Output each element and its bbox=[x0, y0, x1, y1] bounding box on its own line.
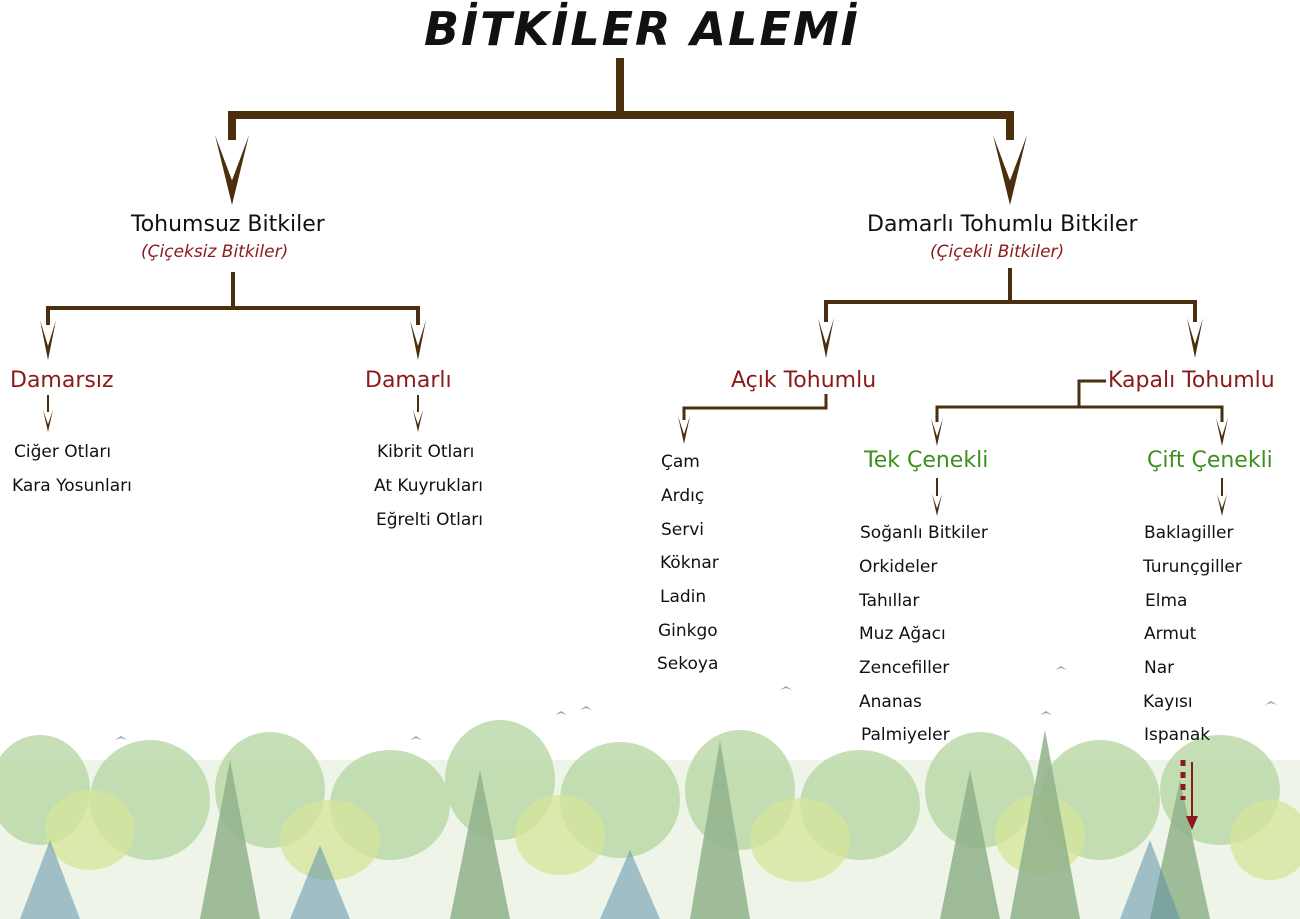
monocot-label: Tek Çenekli bbox=[864, 448, 989, 473]
arrow-head-icon bbox=[818, 318, 834, 358]
list-item: Kara Yosunları bbox=[12, 476, 132, 496]
list-item: Ginkgo bbox=[658, 621, 718, 641]
arrow-head-icon bbox=[1216, 418, 1228, 446]
arrow-head-icon bbox=[932, 494, 942, 516]
arrow-head-icon bbox=[215, 135, 249, 205]
list-item: Ananas bbox=[859, 692, 922, 712]
arrow-head-icon bbox=[43, 410, 53, 432]
connector-line bbox=[682, 394, 828, 420]
connector-line bbox=[1077, 379, 1106, 407]
connector-line bbox=[824, 300, 1197, 322]
forest-background bbox=[0, 666, 1300, 919]
list-item: Kibrit Otları bbox=[377, 442, 475, 462]
list-item: Ardıç bbox=[661, 486, 705, 506]
list-item: Armut bbox=[1144, 624, 1197, 644]
arrow-head-icon bbox=[413, 410, 423, 432]
seed-plants-sublabel: (Çiçekli Bitkiler) bbox=[930, 242, 1065, 262]
list-item: Sekoya bbox=[657, 654, 719, 674]
list-item: At Kuyrukları bbox=[374, 476, 483, 496]
arrow-head-icon bbox=[410, 320, 426, 360]
arrow-head-icon bbox=[40, 320, 56, 360]
gymnosperm-label: Açık Tohumlu bbox=[731, 368, 877, 393]
connector-line bbox=[935, 405, 1224, 422]
list-item: Turunçgiller bbox=[1143, 557, 1242, 577]
angiosperm-label: Kapalı Tohumlu bbox=[1108, 368, 1275, 393]
list-item: Köknar bbox=[660, 553, 719, 573]
bird-icons bbox=[115, 666, 1277, 740]
arrow-head-icon bbox=[678, 416, 690, 444]
list-item: Tahıllar bbox=[859, 591, 920, 611]
arrow-head-icon bbox=[931, 418, 943, 446]
list-item: Elma bbox=[1145, 591, 1188, 611]
arrow-head-icon bbox=[1187, 318, 1203, 358]
connector-line bbox=[228, 111, 1014, 140]
list-item: Orkideler bbox=[859, 557, 938, 577]
list-item: Servi bbox=[661, 520, 705, 540]
list-item: Palmiyeler bbox=[861, 725, 950, 745]
list-item: Zencefiller bbox=[859, 658, 950, 678]
list-item: Ladin bbox=[660, 587, 707, 607]
list-item: Muz Ağacı bbox=[859, 624, 946, 644]
connector-lines bbox=[40, 58, 1228, 830]
list-item: Soğanlı Bitkiler bbox=[860, 523, 988, 543]
dicot-label: Çift Çenekli bbox=[1147, 448, 1273, 473]
continuation-arrow-icon bbox=[1186, 816, 1198, 830]
list-item: Nar bbox=[1144, 658, 1175, 678]
list-item: Baklagiller bbox=[1144, 523, 1234, 543]
list-item: Eğrelti Otları bbox=[376, 510, 484, 530]
nonvascular-label: Damarsız bbox=[10, 368, 114, 393]
arrow-head-icon bbox=[993, 135, 1027, 205]
diagram-title: BİTKİLER ALEMİ bbox=[424, 2, 860, 56]
seedless-plants-label: Tohumsuz Bitkiler bbox=[131, 212, 325, 237]
arrow-head-icon bbox=[1217, 494, 1227, 516]
list-item: Ispanak bbox=[1144, 725, 1211, 745]
list-item: Çam bbox=[661, 452, 700, 472]
seedless-plants-sublabel: (Çiçeksiz Bitkiler) bbox=[141, 242, 289, 262]
seed-plants-label: Damarlı Tohumlu Bitkiler bbox=[867, 212, 1138, 237]
vascular-label: Damarlı bbox=[365, 368, 452, 393]
connector-line bbox=[46, 306, 420, 325]
list-item: Kayısı bbox=[1143, 692, 1193, 712]
list-item: Ciğer Otları bbox=[14, 442, 112, 462]
